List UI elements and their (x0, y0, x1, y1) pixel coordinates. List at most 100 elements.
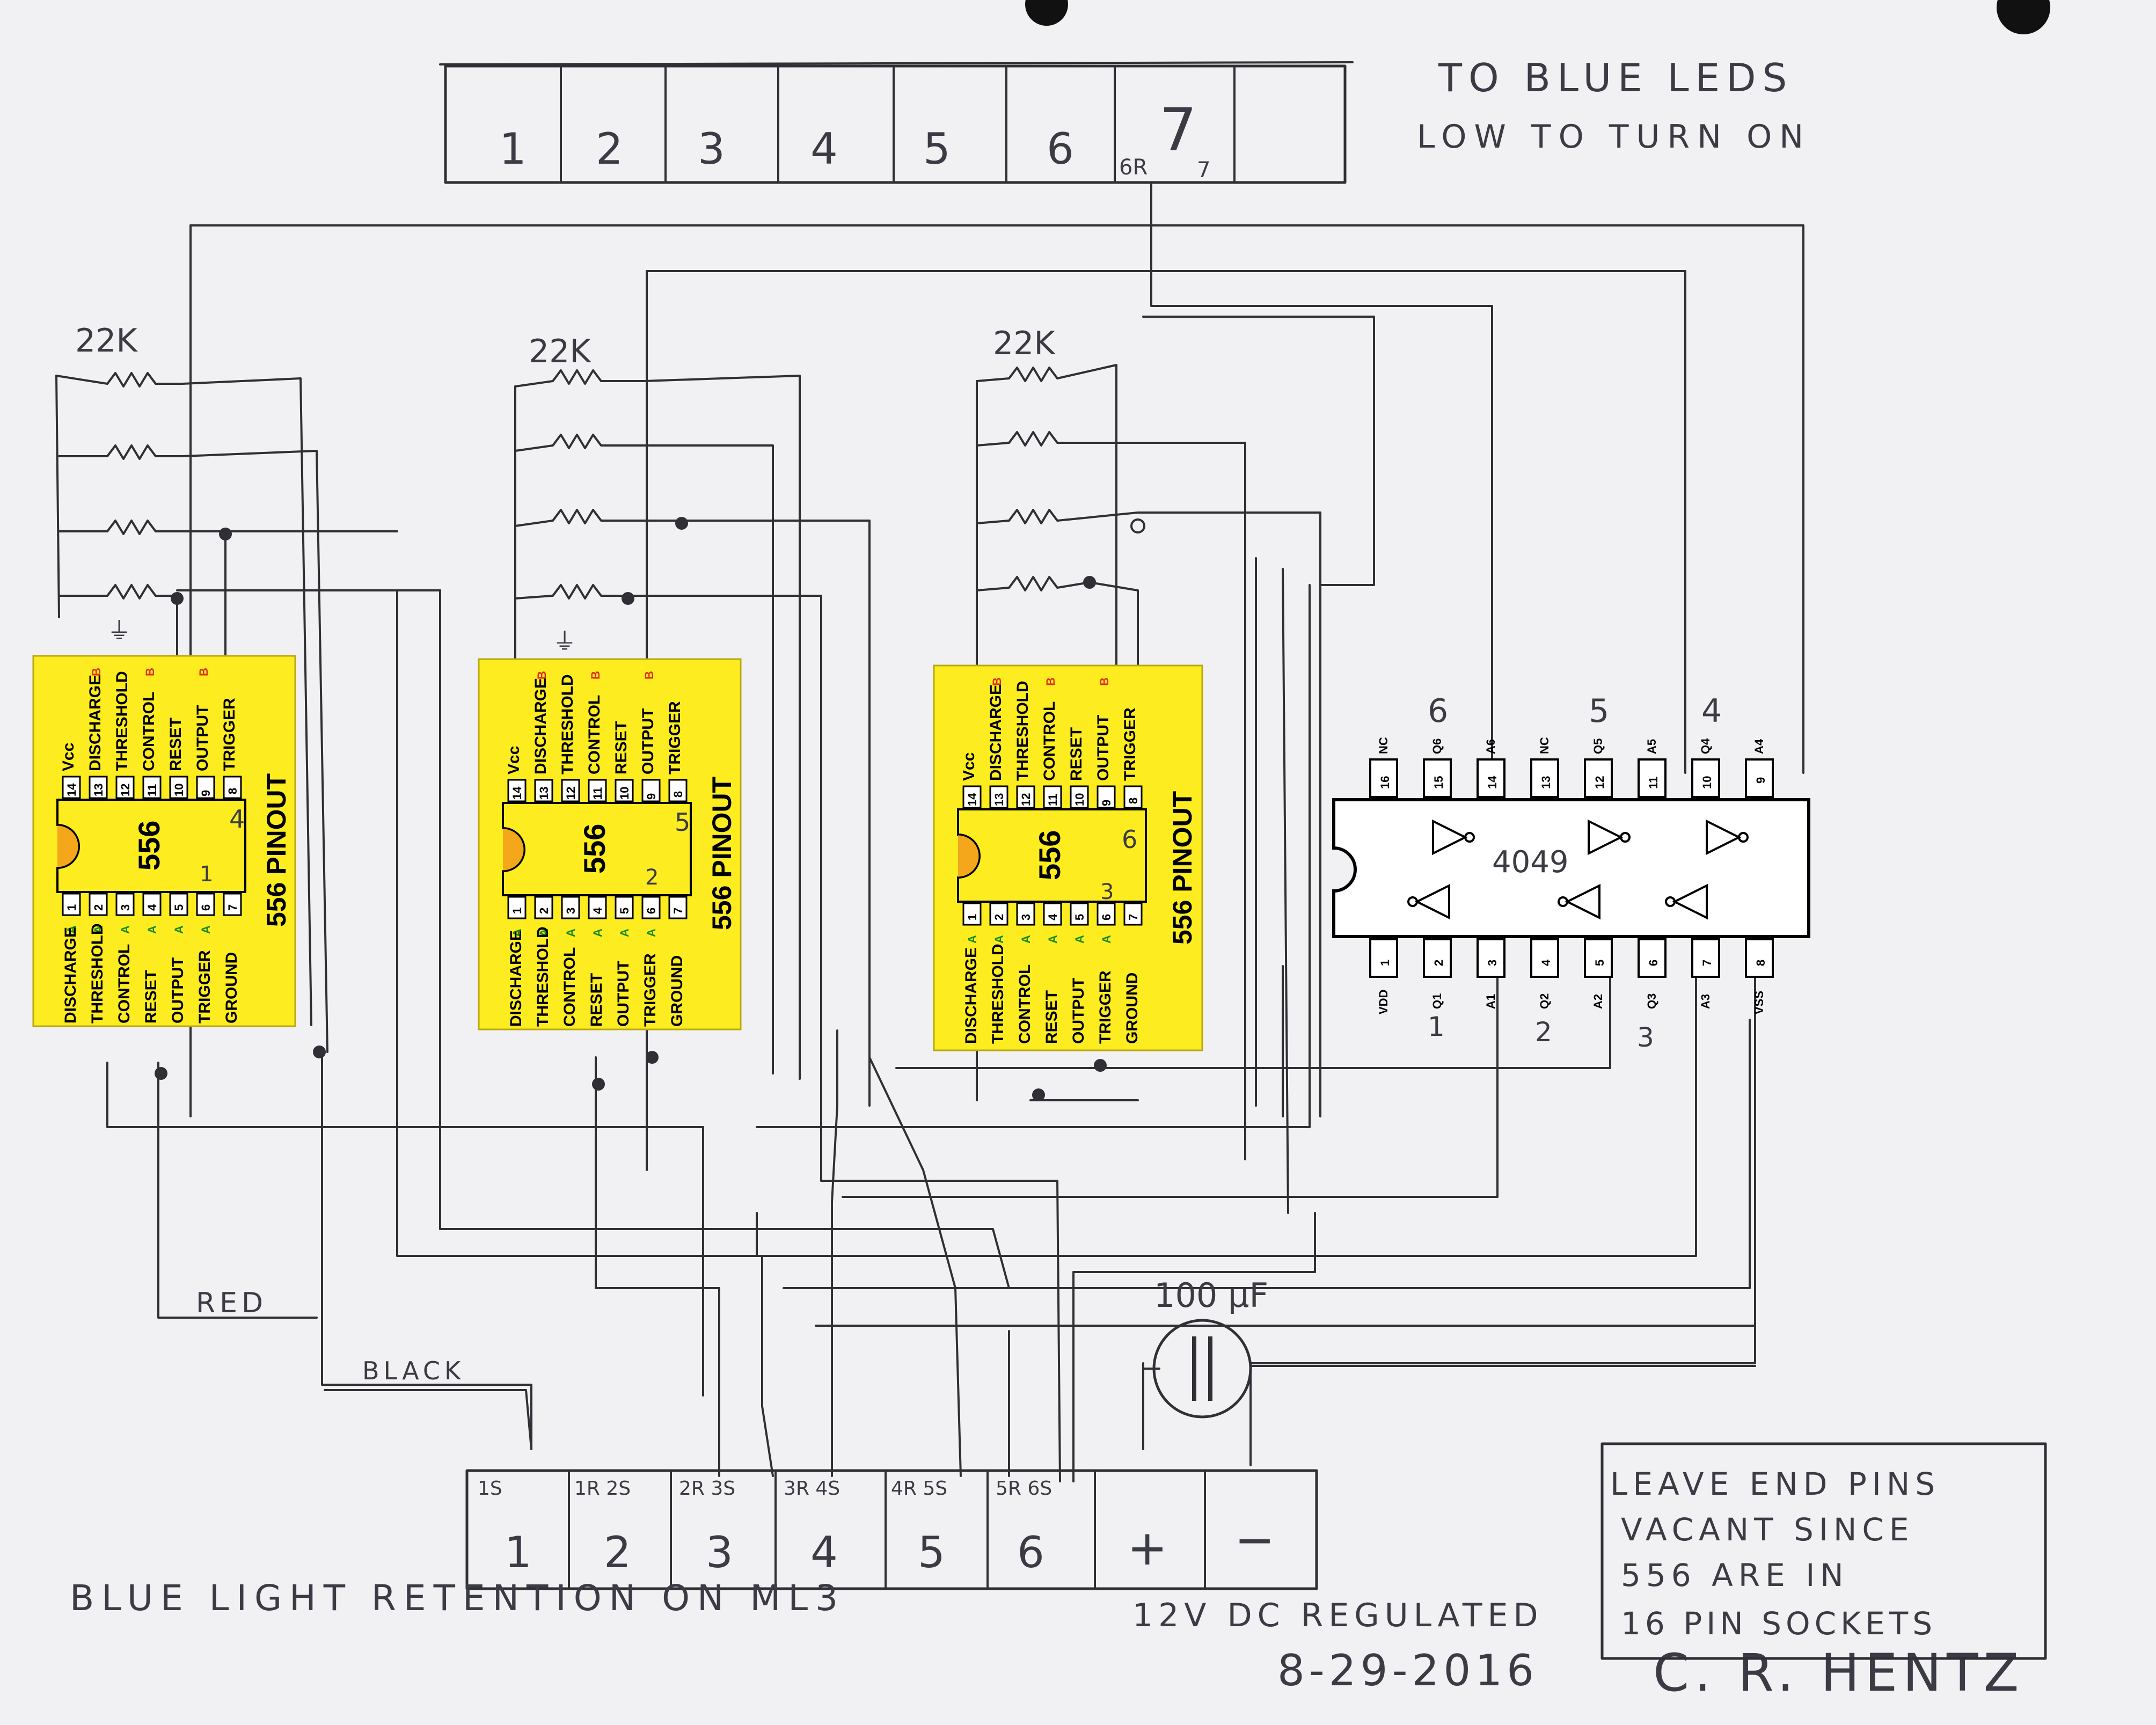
pin-number: 11 (1046, 794, 1059, 806)
chip-title: 556 (578, 824, 611, 874)
handwritten-number: 5 (1589, 692, 1609, 730)
pin-number: 12 (1019, 793, 1033, 806)
pin-label: CONTROL (586, 695, 603, 774)
handwritten-number: 1 (200, 862, 213, 887)
pin-label: Vcc (960, 752, 978, 781)
pin-number: 14 (1486, 776, 1499, 789)
terminal-annotation: 1R 2S (574, 1478, 631, 1500)
pin-label: OUTPUT (169, 957, 187, 1024)
pin-number: 11 (1647, 777, 1660, 789)
pin-number: 8 (1754, 960, 1767, 966)
pin-label: RESET (167, 718, 185, 771)
pin-number: 1 (65, 904, 78, 911)
capacitor: 100 µF (1072, 1271, 1756, 1482)
note-box-line: LEAVE END PINS (1610, 1466, 1940, 1502)
capacitor-label: 100 µF (1154, 1276, 1268, 1315)
pin-number: 3 (564, 908, 578, 914)
pin-number: 7 (1700, 960, 1714, 966)
pin-number: 5 (618, 908, 631, 914)
pin-label: Q1 (1430, 993, 1444, 1009)
pin-number: 1 (1378, 960, 1392, 966)
pin-label: CONTROL (1041, 701, 1058, 781)
pin-label: A4 (1752, 739, 1766, 754)
pin-label: TRIGGER (666, 701, 684, 774)
pin-number: 10 (1700, 776, 1714, 789)
suffix-b: B (1098, 677, 1111, 686)
pin-label: THRESHOLD (534, 926, 552, 1027)
pin-label: Vcc (60, 743, 77, 771)
bottom-terminal-number: 6 (1017, 1527, 1044, 1577)
pin-number: 7 (226, 904, 239, 911)
suffix-b: B (589, 671, 602, 679)
suffix-b: B (90, 668, 103, 676)
suffix-a: A (92, 925, 105, 934)
handwritten-number: 4 (1701, 692, 1722, 730)
suffix-b: B (197, 668, 210, 676)
handwritten-number: 3 (1100, 880, 1114, 904)
punch-hole (1025, 0, 1068, 26)
pin-number: 1 (966, 914, 979, 920)
pin-label: TRIGGER (196, 950, 214, 1024)
suffix-a: A (992, 935, 1006, 944)
pin-number: 13 (1539, 776, 1553, 789)
pin-number: 2 (1432, 960, 1445, 966)
pin-number: 14 (510, 786, 524, 800)
handwritten-number: 1 (1428, 1011, 1445, 1042)
pin-label: Vcc (505, 746, 523, 774)
suffix-a: A (1046, 935, 1059, 944)
bottom-terminal-number: 5 (918, 1527, 945, 1577)
suffix-b: B (642, 671, 656, 679)
pin-label: OUTPUT (1094, 715, 1112, 781)
terminal-annotation: 2R 3S (679, 1478, 735, 1500)
pin-label: VSS (1752, 991, 1766, 1014)
bottom-connector: 1S 1R 2S 2R 3S 3R 4S 4R 5S 5R 6S 1 2 3 4… (465, 1469, 1318, 1590)
top-terminal-number: 1 (499, 124, 527, 174)
pin-number: 5 (1593, 960, 1606, 966)
pin-number: 10 (1073, 793, 1086, 806)
pin-number: 14 (966, 793, 979, 806)
pin-number: 9 (199, 790, 213, 796)
pin-number: 6 (645, 908, 658, 914)
pin-label: RESET (612, 721, 630, 774)
note-box-line: VACANT SINCE (1621, 1511, 1914, 1548)
pin-number: 10 (172, 784, 186, 796)
pin-label: RESET (1068, 727, 1085, 781)
pin-number: 9 (1754, 777, 1767, 784)
chip-title: 556 (132, 821, 166, 871)
ground-symbol: ⏚ (553, 628, 576, 655)
pin-number: 12 (119, 784, 132, 796)
bottom-terminal-number: 4 (810, 1527, 838, 1577)
pin-label: Q5 (1591, 739, 1605, 754)
pin-label: THRESHOLD (113, 671, 131, 771)
note-to-blue-leds: TO BLUE LEDS (1438, 55, 1793, 100)
pin-number: 8 (671, 791, 685, 798)
pin-label: Q2 (1538, 993, 1551, 1009)
pin-label: A6 (1484, 739, 1497, 754)
pin-label: Q4 (1699, 738, 1712, 754)
suffix-a: A (1073, 935, 1086, 944)
suffix-a: A (564, 929, 578, 937)
suffix-a: A (591, 929, 604, 937)
ic-4049-chip: 6 5 4 16 15 14 13 12 11 10 9 NC Q6 A6 NC… (1332, 692, 1810, 1053)
top-terminal-number: 2 (596, 124, 623, 174)
pin-number: 11 (591, 787, 604, 800)
note-low-to-turn-on: LOW TO TURN ON (1417, 118, 1811, 156)
pin-label: A1 (1484, 994, 1497, 1009)
pin-label: RESET (1043, 990, 1061, 1044)
top-terminal-number: 5 (923, 124, 951, 174)
pin-number: 6 (199, 904, 213, 911)
diagram-title: BLUE LIGHT RETENTION ON ML3 (70, 1577, 845, 1619)
handwritten-number: 3 (1637, 1022, 1654, 1053)
pin-number: 13 (92, 784, 105, 796)
bottom-terminal-number: − (1234, 1512, 1275, 1568)
bottom-terminal-number: 3 (706, 1527, 733, 1577)
top-terminal-number: 3 (698, 124, 725, 174)
ground-symbol: ⏚ (107, 617, 131, 645)
handwritten-number: 2 (645, 865, 659, 890)
pinout-label: 556 PINOUT (1167, 791, 1197, 945)
wire-label-black: BLACK (362, 1356, 465, 1385)
pin-number: 13 (992, 793, 1006, 806)
pin-number: 5 (172, 904, 186, 911)
author-signature: C. R. HENTZ (1653, 1643, 2024, 1703)
ic-556-chip-2: Vcc DISCHARGE THRESHOLD CONTROL RESET OU… (478, 658, 742, 1030)
